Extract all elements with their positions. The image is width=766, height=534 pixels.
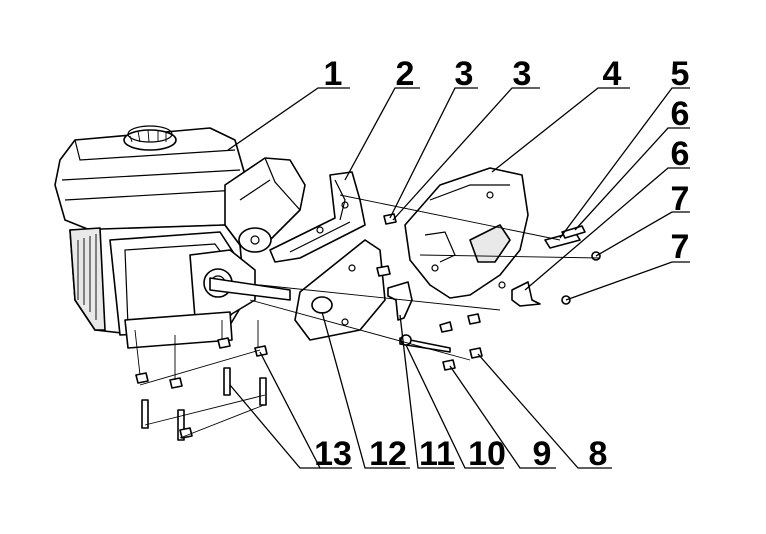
gear-cover bbox=[404, 167, 529, 299]
callout-3a: 3 bbox=[455, 55, 474, 93]
callout-10: 10 bbox=[468, 435, 506, 473]
engine-assembly bbox=[54, 125, 306, 349]
leader-lines bbox=[227, 87, 690, 469]
callout-11: 11 bbox=[419, 435, 455, 473]
callout-4: 4 bbox=[603, 55, 622, 93]
mounting-bracket bbox=[269, 171, 366, 263]
callout-5: 5 bbox=[671, 55, 690, 93]
callout-6b: 6 bbox=[671, 135, 690, 173]
callout-12: 12 bbox=[369, 435, 407, 473]
callout-labels: 1 2 3 3 4 5 6 6 7 7 8 9 10 11 12 13 bbox=[314, 55, 689, 473]
callout-9: 9 bbox=[533, 435, 552, 473]
callout-7a: 7 bbox=[671, 180, 690, 218]
callout-3b: 3 bbox=[513, 55, 532, 93]
callout-2: 2 bbox=[396, 55, 415, 93]
callout-7b: 7 bbox=[671, 228, 690, 266]
callout-13: 13 bbox=[314, 435, 352, 473]
callout-1: 1 bbox=[324, 55, 343, 93]
callout-6a: 6 bbox=[671, 95, 690, 133]
assembly-lines bbox=[134, 194, 601, 439]
callout-8: 8 bbox=[589, 435, 608, 473]
